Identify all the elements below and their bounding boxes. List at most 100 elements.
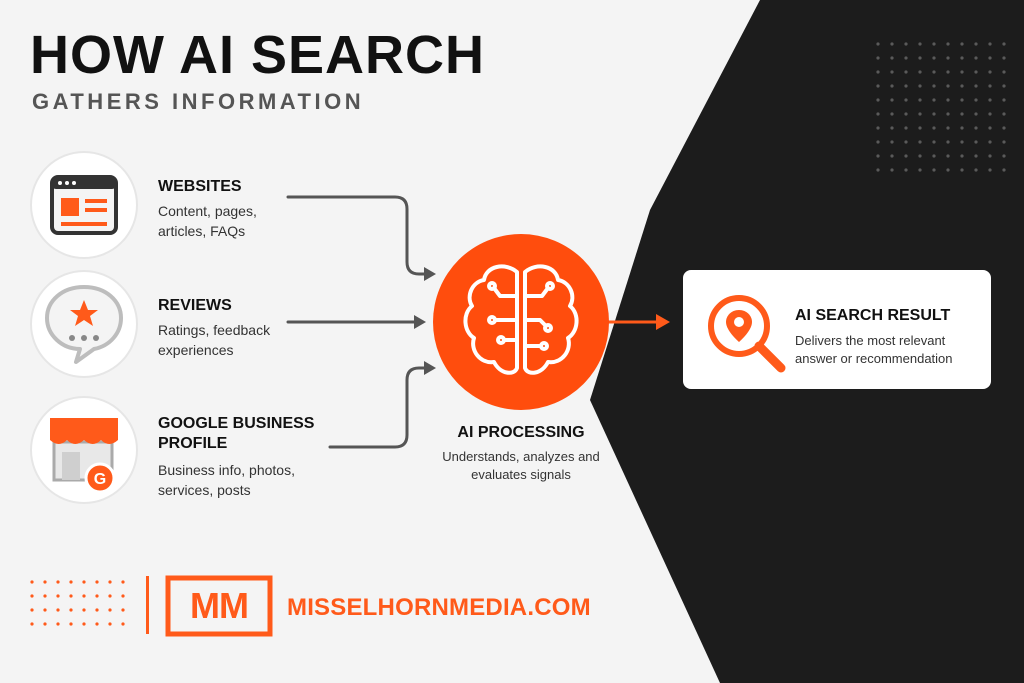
websites-icon-circle xyxy=(30,151,138,259)
dot xyxy=(918,56,922,60)
dot xyxy=(988,84,992,88)
dot xyxy=(121,580,125,584)
dot xyxy=(946,70,950,74)
browser-window-icon xyxy=(50,175,118,235)
dot xyxy=(932,168,936,172)
dot xyxy=(69,608,73,612)
dot xyxy=(876,168,880,172)
dot xyxy=(43,622,47,626)
dot-grid-bottom xyxy=(30,580,125,626)
dot xyxy=(890,56,894,60)
dot xyxy=(988,126,992,130)
dot xyxy=(82,608,86,612)
processing-title: AI PROCESSING xyxy=(457,424,585,441)
dot xyxy=(974,112,978,116)
dot xyxy=(876,70,880,74)
dot xyxy=(946,154,950,158)
dot xyxy=(121,622,125,626)
dot xyxy=(1002,56,1006,60)
dot xyxy=(82,622,86,626)
dot xyxy=(30,608,34,612)
dot xyxy=(918,112,922,116)
arrowhead-result xyxy=(656,314,670,330)
dot xyxy=(82,580,86,584)
connector-websites xyxy=(286,195,430,276)
dot xyxy=(1002,112,1006,116)
dot xyxy=(43,608,47,612)
dot xyxy=(946,42,950,46)
dot xyxy=(108,608,112,612)
dot xyxy=(30,622,34,626)
dot xyxy=(960,84,964,88)
dot xyxy=(946,126,950,130)
dot xyxy=(876,140,880,144)
dot xyxy=(890,154,894,158)
source-desc-websites: Content, pages, articles, FAQs xyxy=(158,203,257,239)
brand-name[interactable]: MISSELHORNMEDIA.COM xyxy=(287,594,591,621)
dot xyxy=(918,140,922,144)
dot xyxy=(56,622,60,626)
source-desc-reviews: Ratings, feedback experiences xyxy=(158,322,271,358)
dot xyxy=(932,154,936,158)
dot xyxy=(932,70,936,74)
dot xyxy=(890,42,894,46)
dot xyxy=(988,70,992,74)
dot xyxy=(974,168,978,172)
dot xyxy=(95,580,99,584)
dot xyxy=(960,42,964,46)
dot xyxy=(56,594,60,598)
dot xyxy=(1002,84,1006,88)
dot xyxy=(974,70,978,74)
dot xyxy=(960,168,964,172)
page-subtitle: GATHERS INFORMATION xyxy=(32,89,365,114)
result-card: AI SEARCH RESULT Delivers the most relev… xyxy=(683,270,991,389)
dot xyxy=(108,580,112,584)
dot xyxy=(918,98,922,102)
dot xyxy=(1002,140,1006,144)
dot xyxy=(918,154,922,158)
arrowhead-reviews xyxy=(414,315,426,329)
dot xyxy=(43,580,47,584)
svg-text:G: G xyxy=(94,471,106,488)
processing-desc: Understands, analyzes and evaluates sign… xyxy=(442,449,600,482)
dot-grid-top xyxy=(876,42,1006,172)
dot xyxy=(960,56,964,60)
dot xyxy=(1002,98,1006,102)
dot xyxy=(904,154,908,158)
dot xyxy=(904,126,908,130)
storefront-google-icon: G xyxy=(50,418,118,494)
dot xyxy=(121,594,125,598)
dot xyxy=(918,126,922,130)
logo-box xyxy=(165,575,273,637)
dot xyxy=(876,126,880,130)
dot xyxy=(974,154,978,158)
dot xyxy=(946,112,950,116)
reviews-icon-circle xyxy=(30,270,138,378)
dot xyxy=(890,84,894,88)
dot xyxy=(946,98,950,102)
dot xyxy=(946,168,950,172)
dot xyxy=(974,140,978,144)
dot xyxy=(904,168,908,172)
dot xyxy=(121,608,125,612)
source-desc-gbp: Business info, photos, services, posts xyxy=(158,462,295,498)
brain-circuit-icon xyxy=(463,264,579,375)
dot xyxy=(43,594,47,598)
dot xyxy=(932,140,936,144)
dot xyxy=(974,42,978,46)
dot xyxy=(30,580,34,584)
dot xyxy=(876,42,880,46)
connector-gbp xyxy=(328,366,430,449)
dot xyxy=(974,84,978,88)
dot xyxy=(932,112,936,116)
dot xyxy=(108,622,112,626)
dot xyxy=(876,112,880,116)
dot xyxy=(946,84,950,88)
dot xyxy=(904,140,908,144)
dot xyxy=(82,594,86,598)
source-title-gbp: GOOGLE BUSINESS PROFILE xyxy=(158,415,315,452)
dot xyxy=(890,140,894,144)
dot xyxy=(960,154,964,158)
dot xyxy=(974,98,978,102)
dot xyxy=(946,56,950,60)
